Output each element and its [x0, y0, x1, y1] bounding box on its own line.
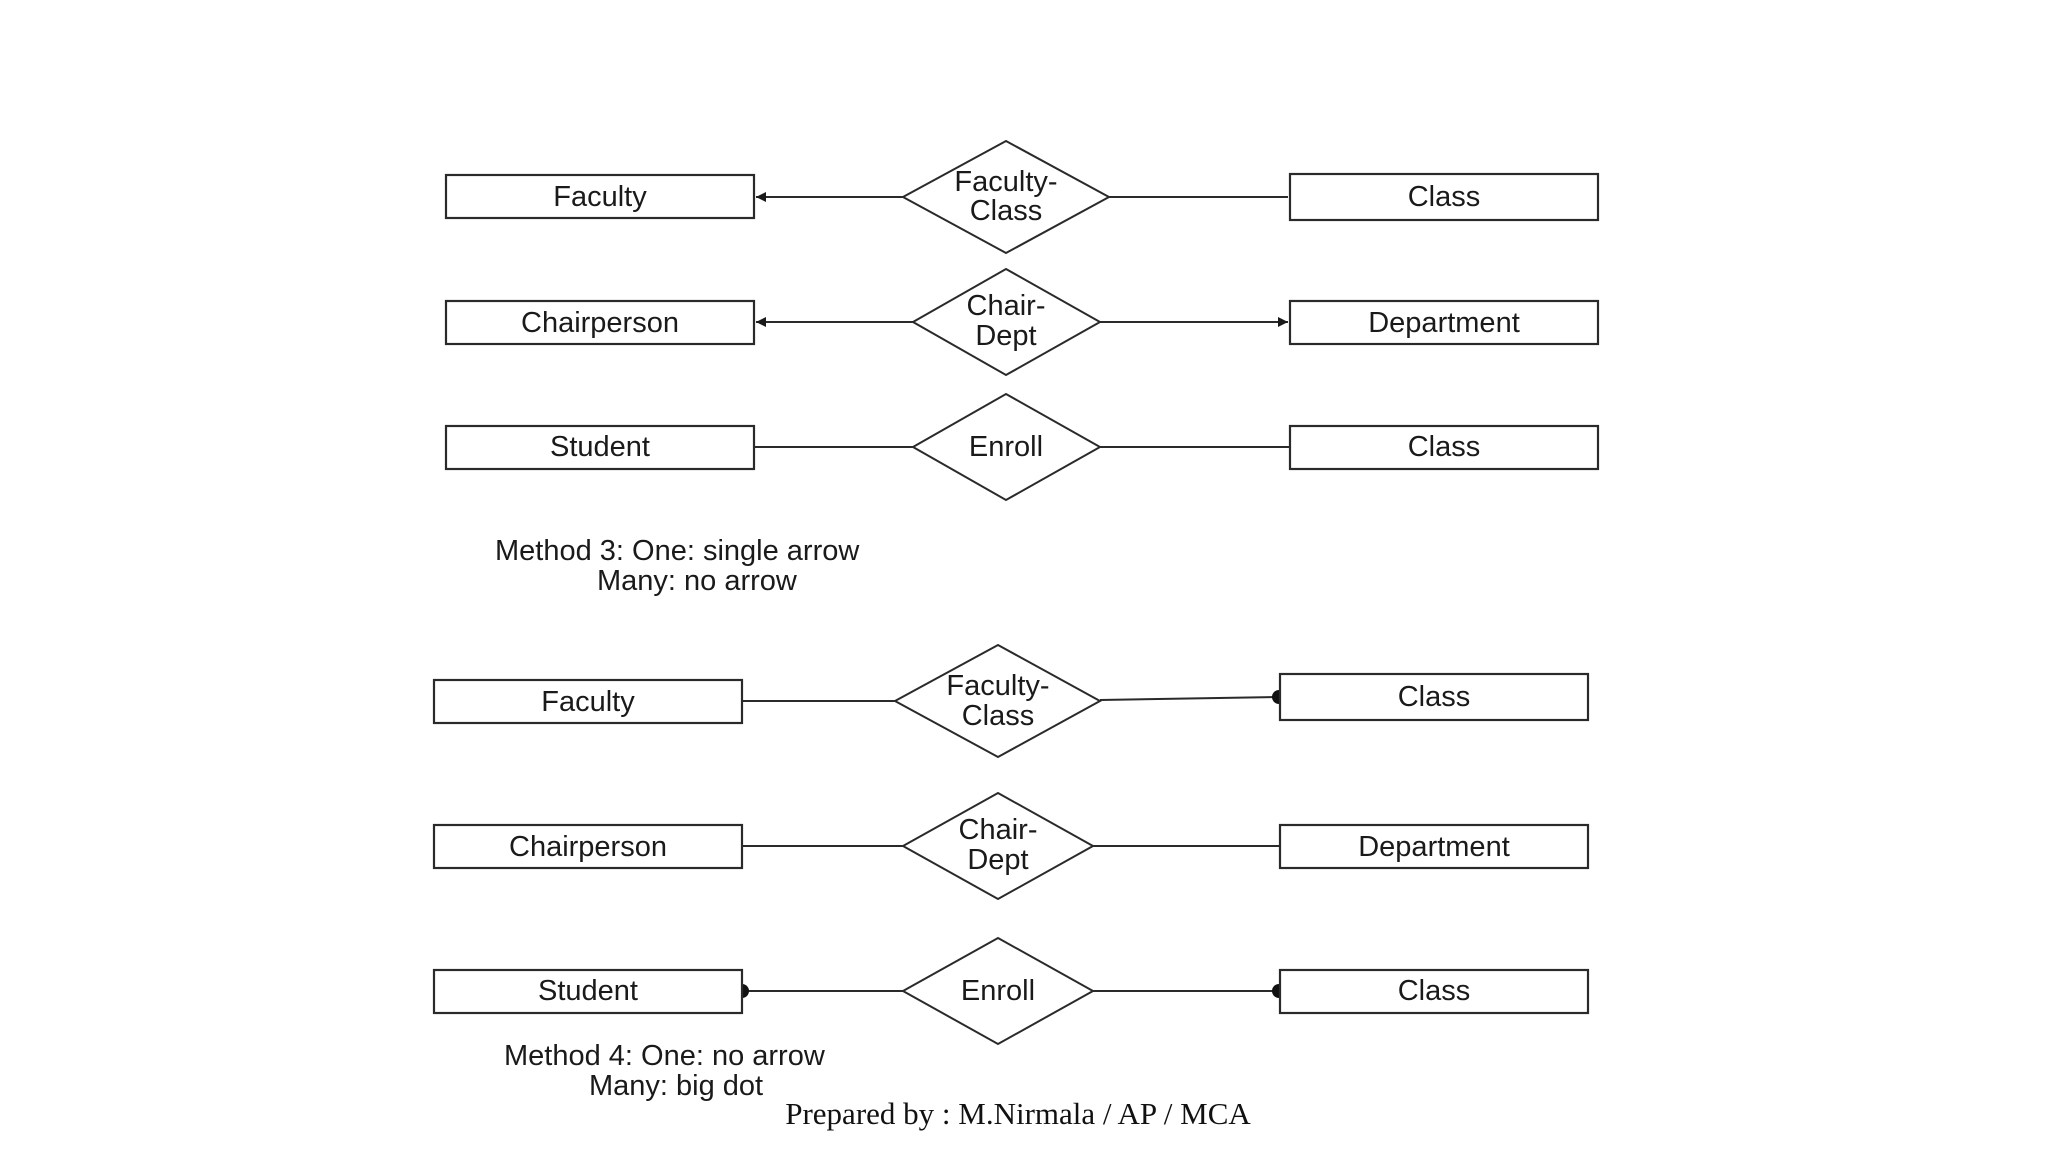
entity-class-m4-2	[1278, 968, 1590, 1015]
method4-caption-line2: Many: big dot	[589, 1070, 763, 1102]
entity-department-m4-label: Department	[1358, 831, 1510, 863]
footer-credit: Prepared by : M.Nirmala / AP / MCA	[785, 1096, 1251, 1131]
relationship-chair-dept-m4-label-line1: Chair-	[959, 814, 1038, 846]
entity-class-label: Class	[1408, 181, 1481, 213]
method3-caption-line2: Many: no arrow	[597, 565, 798, 597]
method3-caption-line1: Method 3: One: single arrow	[495, 535, 860, 567]
relationship-chair-dept-label-line2: Dept	[975, 320, 1036, 352]
relationship-faculty-class-m4-label-line2: Class	[962, 700, 1035, 732]
relationship-enroll-label: Enroll	[969, 431, 1043, 463]
entity-department-label: Department	[1368, 307, 1520, 339]
entity-chairperson-m4-label: Chairperson	[509, 831, 667, 863]
method4-class-connector	[1099, 696, 1279, 701]
relationship-faculty-class-m4-label-line1: Faculty-	[946, 670, 1049, 702]
relationship-faculty-class-m4	[892, 643, 1103, 759]
relationship-enroll-m4	[900, 936, 1096, 1046]
entity-department	[1288, 299, 1600, 346]
entity-student-label: Student	[550, 431, 650, 463]
entity-faculty-m4-label: Faculty	[541, 686, 635, 718]
method4-row-chair-dept: Chairperson Chair- Dept Department	[432, 791, 1590, 901]
method4-caption-line1: Method 4: One: no arrow	[504, 1040, 826, 1072]
method3-row-chair-dept: Chairperson Chair- Dept Department	[444, 267, 1600, 377]
entity-class-m4-label: Class	[1398, 681, 1471, 713]
entity-chairperson-m4	[432, 823, 744, 870]
entity-class	[1288, 172, 1600, 222]
relationship-chair-dept-m4	[900, 791, 1096, 901]
entity-student	[444, 424, 756, 471]
relationship-faculty-class	[900, 139, 1112, 255]
relationship-faculty-class-label-line1: Faculty-	[954, 166, 1057, 198]
relationship-chair-dept	[910, 267, 1103, 377]
relationship-enroll	[910, 392, 1103, 502]
method3-row-enroll: Student Enroll Class	[444, 392, 1600, 502]
entity-chairperson-label: Chairperson	[521, 307, 679, 339]
entity-faculty	[444, 173, 756, 220]
entity-student-m4-label: Student	[538, 975, 638, 1007]
entity-class-2	[1288, 424, 1600, 471]
entity-faculty-label: Faculty	[553, 181, 647, 213]
relationship-chair-dept-label-line1: Chair-	[967, 290, 1046, 322]
method4-row-enroll: Student Enroll Class	[432, 936, 1590, 1046]
entity-department-m4	[1278, 823, 1590, 870]
method4-row-faculty-class: Faculty Faculty- Class Class	[432, 643, 1590, 759]
entity-faculty-m4	[432, 678, 744, 725]
relationship-enroll-m4-label: Enroll	[961, 975, 1035, 1007]
entity-class-m4	[1278, 672, 1590, 722]
entity-class-2-label: Class	[1408, 431, 1481, 463]
relationship-chair-dept-m4-label-line2: Dept	[967, 844, 1028, 876]
entity-chairperson	[444, 299, 756, 346]
entity-class-m4-2-label: Class	[1398, 975, 1471, 1007]
entity-student-m4	[432, 968, 744, 1015]
method-4-group: Faculty Faculty- Class Class Chairperson…	[432, 643, 1590, 1102]
method-3-group: Faculty Faculty- Class Class Chairperson…	[444, 139, 1600, 597]
method3-row-faculty-class: Faculty Faculty- Class Class	[444, 139, 1600, 255]
relationship-faculty-class-label-line2: Class	[970, 195, 1043, 227]
